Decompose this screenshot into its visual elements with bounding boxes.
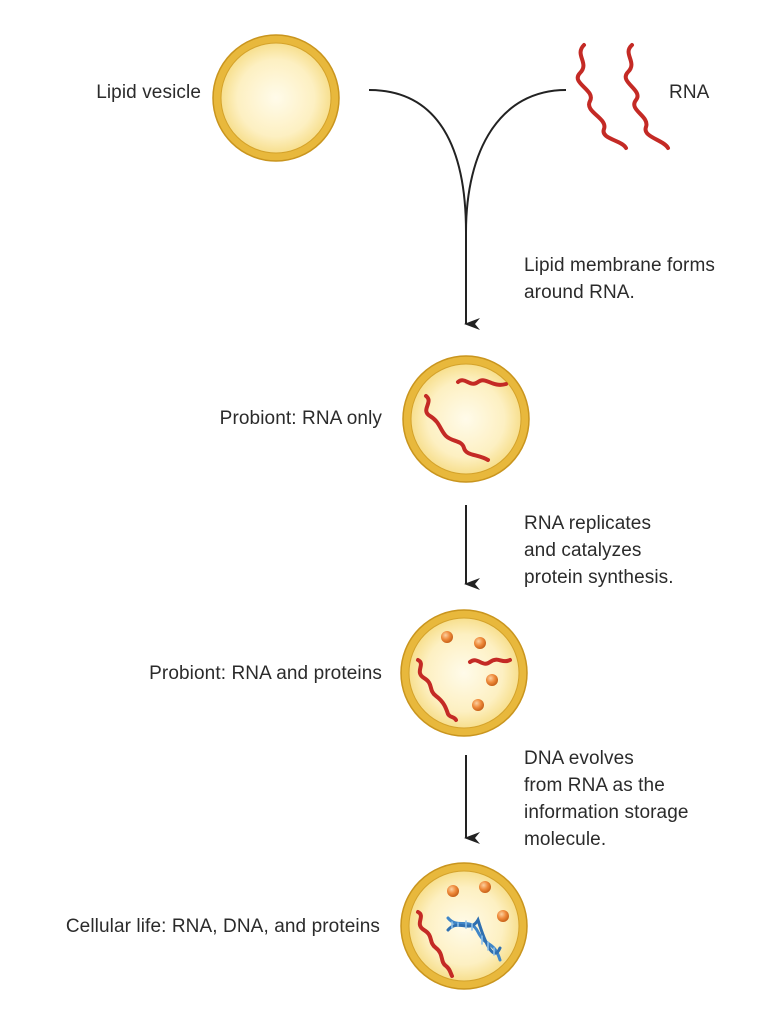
probiont-rna-cell-icon — [402, 355, 530, 483]
converge-arrow — [368, 89, 567, 330]
step-3-note: DNA evolves from RNA as the information … — [524, 745, 689, 853]
lipid-vesicle-label: Lipid vesicle — [96, 82, 201, 103]
step-2-line-1: RNA replicates — [524, 513, 652, 534]
step-2-note: RNA replicates and catalyzes protein syn… — [524, 510, 674, 591]
step-2-line-2: and catalyzes — [524, 540, 642, 561]
step-1-line-1: Lipid membrane forms — [524, 255, 716, 276]
lipid-vesicle-icon — [212, 34, 340, 162]
step-3-line-3: information storage — [524, 802, 689, 823]
step-3-line-4: molecule. — [524, 829, 607, 850]
protein-sphere-icon — [447, 881, 509, 922]
cellular-life-cell-icon — [400, 862, 528, 990]
step-2-line-3: protein synthesis. — [524, 567, 674, 588]
probiont-rna-only-label: Probiont: RNA only — [219, 408, 382, 429]
probiont-rna-proteins-label: Probiont: RNA and proteins — [149, 663, 382, 684]
step-1-note: Lipid membrane forms around RNA. — [524, 252, 715, 306]
step-3-line-2: from RNA as the — [524, 775, 665, 796]
probiont-protein-cell-icon — [400, 609, 528, 737]
step-1-line-2: around RNA. — [524, 282, 635, 303]
step-3-line-1: DNA evolves — [524, 748, 634, 769]
cellular-life-label: Cellular life: RNA, DNA, and proteins — [65, 916, 380, 937]
protein-sphere-icon — [441, 631, 498, 711]
dna-double-helix-icon — [446, 916, 502, 962]
rna-label: RNA — [669, 82, 710, 103]
rna-strands-icon — [575, 43, 670, 150]
